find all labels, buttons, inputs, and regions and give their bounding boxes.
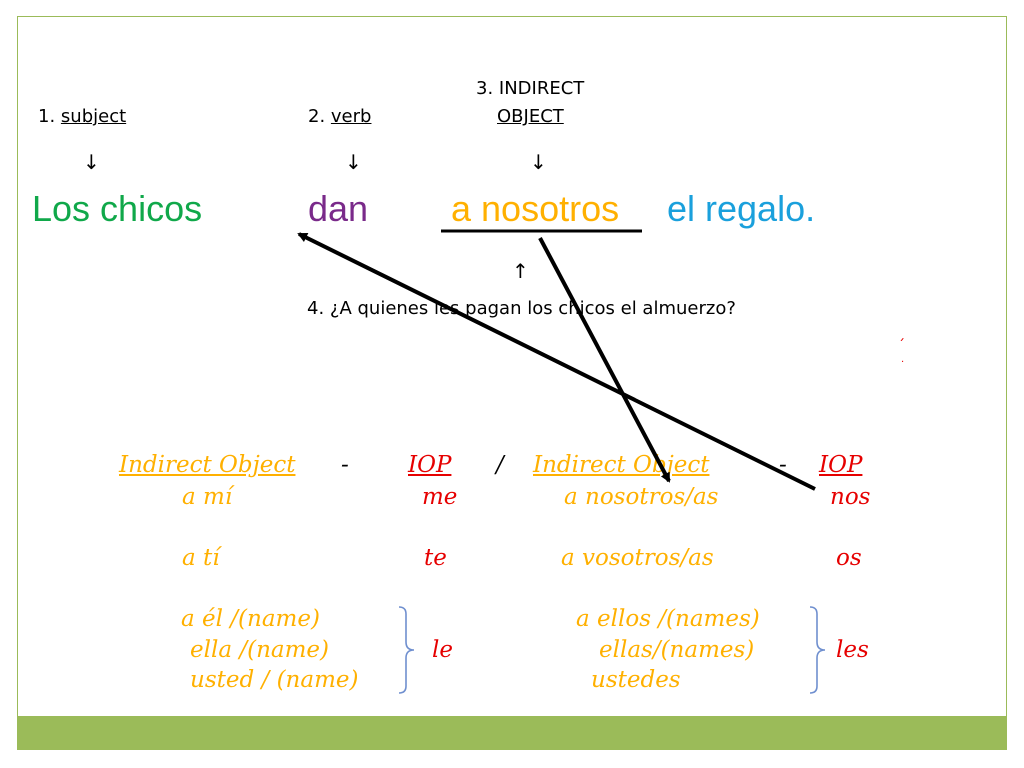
up-arrow-icon: ↑ [512,259,529,283]
pronoun-ella: ella /(name) [190,637,329,663]
iop-os: os [836,545,862,571]
table-header-dash-left: - [341,452,349,478]
pronoun-usted: usted / (name) [190,667,359,693]
table-header-dash-right: - [779,452,787,478]
verb-word: verb [330,106,372,127]
iop-te: te [424,545,447,571]
pronoun-a-ti: a tí [182,545,220,571]
footer-bar [17,716,1007,750]
stray-mark: ´ [898,338,905,354]
verb-number: 2. [308,106,331,127]
iop-le: le [432,637,453,663]
table-header-iop-right: IOP [819,452,863,478]
table-header-io-right: Indirect Object [533,452,710,478]
sentence-period: . [805,188,816,229]
table-header-slash: / [496,452,504,478]
iop-me: me [422,484,458,510]
direct-object-text: el regalo [667,188,806,229]
subject-number: 1. [38,106,61,127]
down-arrow-subject-icon: ↓ [83,150,100,174]
question-text: 4. ¿A quienes les pagan los chicos el al… [307,298,736,319]
table-header-iop-left: IOP [408,452,452,478]
sentence-subject: Los chicos [32,188,203,229]
subject-label: 1. subject [38,106,126,127]
pronoun-a-mi: a mí [182,484,233,510]
subject-word: subject [60,106,127,127]
sentence-verb: dan [308,188,369,229]
pronoun-ustedes: ustedes [591,667,681,693]
pronoun-ellas: ellas/(names) [599,637,755,663]
down-arrow-verb-icon: ↓ [345,150,362,174]
pronoun-a-nosotros: a nosotros/as [564,484,719,510]
table-header-io-left: Indirect Object [119,452,296,478]
pronoun-a-ellos: a ellos /(names) [576,606,760,632]
sentence-indirect-object: a nosotros [451,188,620,229]
indirect-object-label-line1: 3. INDIRECT [476,78,585,99]
stray-dot: · [901,357,905,368]
verb-label: 2. verb [308,106,371,127]
iop-nos: nos [830,484,871,510]
down-arrow-io-icon: ↓ [530,150,547,174]
iop-les: les [836,637,869,663]
sentence-direct-object: el regalo. [667,188,815,230]
indirect-object-label-line2: OBJECT [497,106,564,127]
pronoun-a-el: a él /(name) [181,606,320,632]
pronoun-a-vosotros: a vosotros/as [561,545,714,571]
